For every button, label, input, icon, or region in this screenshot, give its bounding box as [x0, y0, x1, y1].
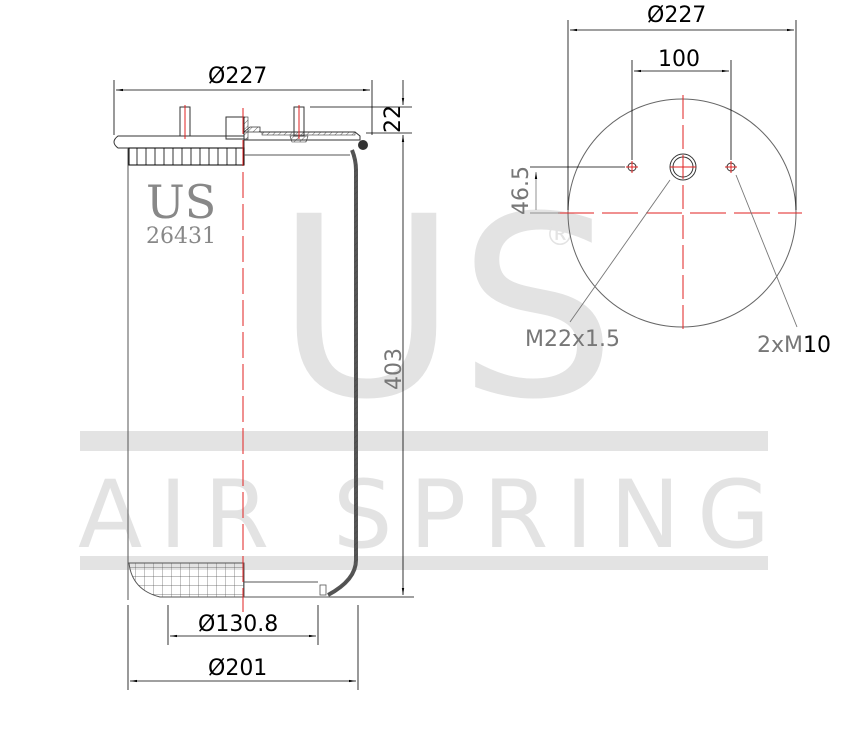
watermark-bar-top [80, 431, 768, 451]
watermark-bar-bottom [80, 556, 768, 570]
part-number: 26431 [146, 224, 216, 249]
brand-label: US [146, 175, 216, 229]
watermark-logo: US [275, 163, 617, 454]
top-view: Ø227 100 46.5 M22x1.5 2xM10 [509, 3, 831, 358]
dim-height: 403 [382, 348, 407, 390]
dim-piston-diameter: Ø130.8 [198, 612, 278, 637]
dim-stud-spacing: 100 [658, 47, 700, 72]
dim-outer-diameter: Ø227 [647, 3, 706, 28]
callout-studs-prefix: 2xM [757, 333, 803, 358]
dim-bottom-diameter: Ø201 [208, 656, 267, 681]
callout-studs: 2xM10 [757, 333, 831, 358]
watermark-tagline: AIR SPRING [78, 461, 770, 570]
callout-center-port: M22x1.5 [525, 327, 620, 352]
callout-studs-suffix: 10 [803, 333, 831, 358]
dim-top-diameter: Ø227 [208, 64, 267, 89]
side-view: US 26431 Ø227 22 403 Ø130.8 Ø201 [113, 64, 414, 690]
dim-offset: 46.5 [509, 166, 534, 215]
dim-stud-height: 22 [381, 105, 406, 133]
